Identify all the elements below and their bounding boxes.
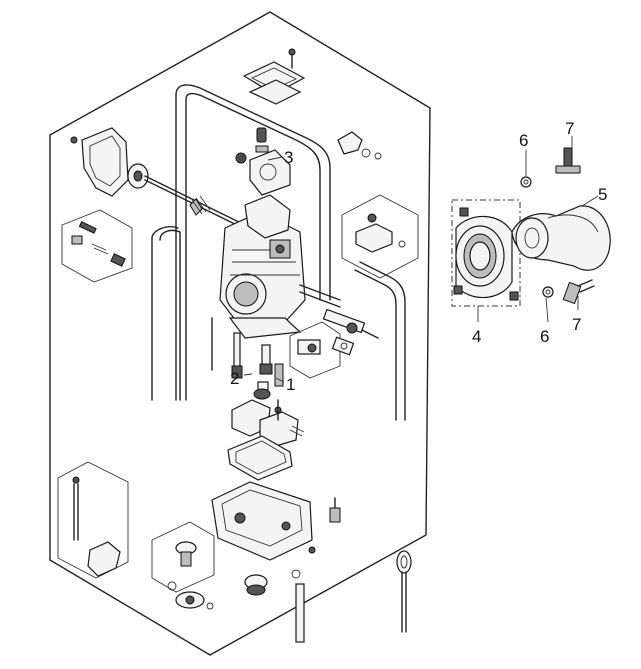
right-fittings [289, 308, 379, 379]
top-cover [242, 48, 306, 105]
intake-boot [453, 207, 519, 301]
pump-panel [151, 521, 215, 610]
float-level-tool [396, 550, 412, 633]
callout-7-upper: 7 [565, 119, 574, 138]
side-cover-gasket [70, 127, 129, 197]
drain-parts [244, 569, 305, 643]
throttle-valve-group [235, 127, 291, 196]
callout-6-upper: 6 [519, 131, 528, 150]
float-bowl-gasket [227, 435, 293, 481]
float-assembly [231, 399, 305, 447]
jets [211, 317, 284, 400]
air-funnel [511, 205, 611, 271]
assembly-frame [49, 11, 431, 656]
leader-lines [243, 136, 599, 383]
callout-5: 5 [598, 185, 607, 204]
callout-2: 2 [230, 369, 239, 388]
lower-bolt [542, 279, 595, 305]
callout-3: 3 [284, 148, 293, 167]
intake-group-box [451, 199, 521, 307]
callout-6-lower: 6 [540, 327, 549, 346]
throttle-shaft [127, 163, 246, 230]
callout-4: 4 [472, 327, 481, 346]
callout-7-lower: 7 [572, 315, 581, 334]
upper-bolt [520, 147, 581, 188]
float-bowl [211, 481, 341, 561]
callout-labels: 1 2 3 4 5 6 6 7 7 [230, 119, 607, 394]
throttle-cable-panel [57, 461, 129, 579]
cable-bracket [337, 131, 419, 279]
vent-hoses [151, 84, 406, 421]
callout-1: 1 [286, 375, 295, 394]
idle-screw-panel [61, 209, 133, 283]
carburetor-body [219, 194, 341, 339]
